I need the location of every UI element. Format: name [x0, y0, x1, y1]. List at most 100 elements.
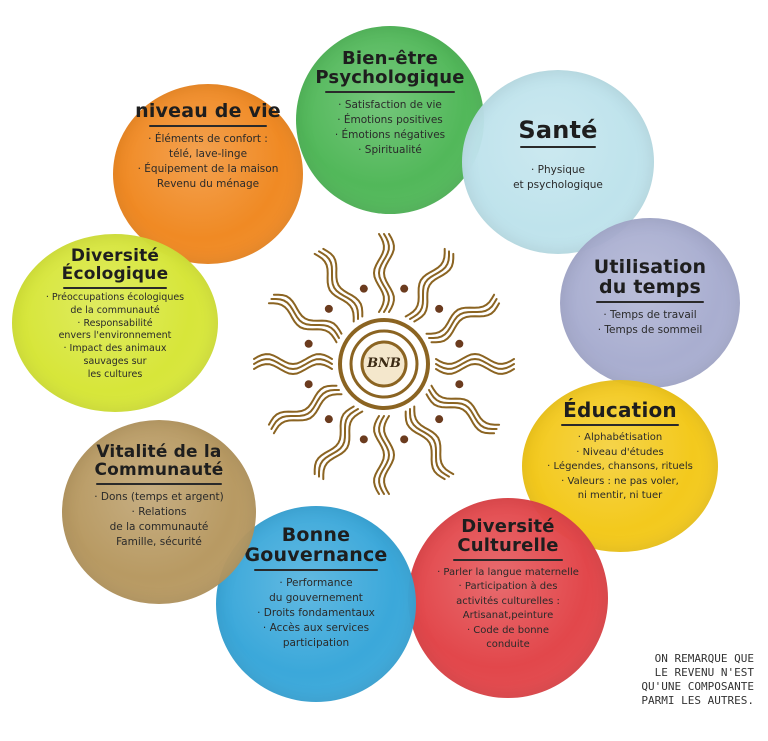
side-note: ON REMARQUE QUE LE REVENU N'EST QU'UNE C…	[641, 652, 754, 707]
sun-ray	[430, 384, 501, 426]
sun-dot	[324, 415, 333, 424]
center-label-bnb: BNB	[367, 356, 401, 371]
sun-ray	[404, 410, 446, 481]
list-item: · Satisfaction de vie	[338, 98, 442, 111]
underline	[561, 424, 679, 426]
sun-ray	[435, 362, 515, 375]
list-item: · Émotions positives	[337, 113, 443, 126]
circle-utilisation-du-temps: Utilisation du temps · Temps de travail …	[560, 218, 740, 388]
sun-ray	[425, 293, 496, 335]
sun-ray	[378, 415, 391, 495]
list-item: · Physique	[530, 164, 586, 177]
list-item: · Alphabétisation	[577, 432, 663, 443]
items-bien-etre: · Satisfaction de vie · Émotions positiv…	[296, 99, 484, 158]
title-utilisation-du-temps: Utilisation du temps	[593, 256, 707, 298]
items-utilisation-du-temps: · Temps de travail · Temps de sommeil	[560, 309, 740, 337]
list-item: · Impact des animaux	[63, 343, 167, 355]
sun-ray	[322, 410, 364, 481]
list-item: du gouvernement	[269, 592, 363, 604]
circle-bien-etre-psychologique: Bien-être Psychologique · Satisfaction d…	[296, 26, 484, 214]
list-item: les cultures	[87, 369, 143, 381]
list-item: · Équipement de la maison	[137, 163, 279, 176]
sun-ray	[382, 233, 395, 313]
list-item: · Droits fondamentaux	[257, 607, 375, 620]
sun-ray	[409, 408, 450, 478]
sun-dot	[455, 339, 464, 348]
list-item: Famille, sécurité	[116, 536, 202, 549]
sun-dot	[304, 339, 313, 348]
sun-ray	[413, 252, 455, 323]
sun-ray	[313, 252, 355, 323]
sun-ray	[272, 393, 343, 435]
sun-ray	[377, 233, 390, 313]
title-sante: Santé	[518, 116, 598, 144]
list-item: · Émotions négatives	[334, 129, 446, 142]
title-niveau-de-vie: niveau de vie	[135, 100, 281, 122]
sun-ray	[267, 384, 338, 426]
sun-ray	[270, 389, 340, 430]
sun-ray	[413, 405, 455, 476]
underline	[149, 124, 267, 127]
list-item: · Participation à des	[458, 581, 558, 593]
list-item: · Parler la langue maternelle	[437, 566, 579, 578]
list-item: · Relations	[131, 505, 187, 518]
list-item: activités culturelles :	[456, 595, 560, 607]
list-item: et psychologique	[513, 179, 603, 192]
list-item: · Éléments de confort :	[148, 132, 268, 145]
list-item: · Accès aux services	[262, 622, 370, 635]
sun-dot	[324, 304, 333, 313]
list-item: Artisanat,peinture	[462, 610, 554, 622]
sun-dot	[359, 284, 368, 293]
circle-diversite-ecologique: Diversité Écologique · Préoccupations éc…	[12, 234, 218, 412]
sun-ray	[409, 250, 450, 320]
title-bien-etre: Bien-être Psychologique	[315, 48, 465, 88]
underline	[453, 558, 563, 561]
sun-ray	[253, 358, 333, 371]
sun-ray	[253, 353, 333, 366]
underline	[63, 286, 167, 289]
list-item: · Dons (temps et argent)	[94, 490, 224, 503]
list-item: · Temps de travail	[603, 308, 697, 321]
sun-ray	[313, 405, 355, 476]
sun-ray	[322, 247, 364, 318]
underline	[325, 90, 455, 93]
items-diversite-ecologique: · Préoccupations écologiques de la commu…	[12, 291, 218, 381]
list-item: · Code de bonne	[466, 624, 550, 636]
list-item: participation	[282, 637, 350, 650]
underline	[596, 300, 704, 303]
title-diversite-culturelle: Diversité Culturelle	[457, 516, 559, 556]
list-item: · Spiritualité	[358, 144, 422, 157]
list-item: télé, lave-linge	[168, 148, 248, 161]
sun-ray	[435, 357, 515, 370]
list-item: ni mentir, ni tuer	[577, 490, 663, 501]
circle-niveau-de-vie: niveau de vie · Éléments de confort : té…	[113, 84, 303, 264]
sun-ray	[428, 298, 498, 339]
sun-ray	[425, 393, 496, 435]
sun-ray	[435, 352, 515, 365]
sun-ray	[404, 247, 446, 318]
sun-ray	[318, 408, 359, 478]
sun-ray	[267, 302, 338, 344]
sun-dot	[304, 380, 313, 389]
sun-ring	[349, 329, 419, 399]
sun-ray	[428, 389, 498, 430]
list-item: · Préoccupations écologiques	[45, 291, 185, 303]
list-item: sauvages sur	[83, 356, 147, 368]
circle-diversite-culturelle: Diversité Culturelle · Parler la langue …	[408, 498, 608, 698]
sun-ray	[253, 363, 333, 376]
title-education: Éducation	[563, 398, 677, 422]
list-item: · Temps de sommeil	[597, 324, 703, 336]
items-diversite-culturelle: · Parler la langue maternelle · Particip…	[408, 567, 608, 652]
list-item: · Légendes, chansons, rituels	[547, 461, 693, 472]
list-item: · Niveau d'études	[576, 446, 664, 458]
list-item: de la communauté	[109, 520, 209, 533]
sun-dot	[400, 284, 409, 293]
sun-dot	[435, 415, 444, 424]
list-item: envers l'environnement	[58, 330, 172, 342]
list-item: Revenu du ménage	[156, 178, 260, 191]
list-item: · Performance	[279, 576, 353, 589]
sun-dot	[359, 435, 368, 444]
list-item: de la communauté	[70, 304, 160, 316]
